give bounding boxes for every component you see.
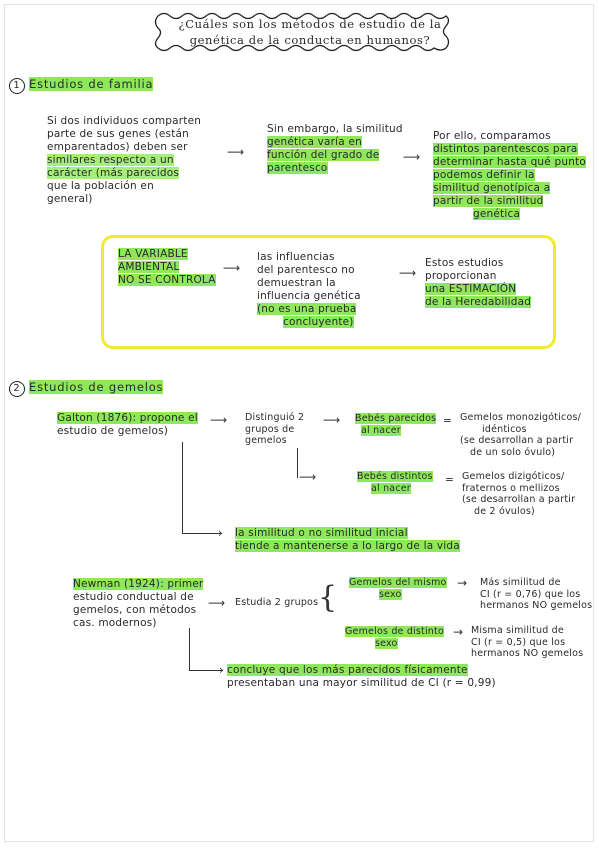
connector-line bbox=[297, 448, 298, 478]
newman-text: Newman (1924): primer estudio conductual… bbox=[73, 578, 204, 629]
box-mid-text: las influencias del parentesco no demues… bbox=[257, 251, 361, 328]
concluye-text: concluye que los más parecidos físicamen… bbox=[227, 664, 496, 689]
title-banner: ¿Cuáles son los métodos de estudio de la… bbox=[150, 8, 470, 60]
arrow-right-icon: ⟶ bbox=[210, 413, 228, 427]
arrow-right-icon: › bbox=[218, 526, 223, 540]
connector-line bbox=[182, 442, 183, 534]
arrow-right-icon: ⟶ bbox=[208, 596, 226, 610]
bebes1-text: Bebés parecidos al nacer bbox=[355, 413, 437, 436]
box-right-text: Estos estudios proporcionan una ESTIMACI… bbox=[425, 257, 532, 308]
equals-sign: = bbox=[445, 474, 454, 486]
equals-sign: = bbox=[443, 415, 452, 427]
arrow-right-icon: ⟶ bbox=[299, 470, 317, 484]
connector-line bbox=[189, 670, 223, 671]
page-title: ¿Cuáles son los métodos de estudio de la… bbox=[178, 17, 442, 47]
box-left-text: LA VARIABLE AMBIENTAL NO SE CONTROLA bbox=[118, 248, 216, 286]
distinguio-text: Distinguió 2 grupos de gemelos bbox=[245, 412, 305, 446]
arrow-right-icon: ⟶ bbox=[223, 261, 241, 275]
section1-col3: Por ello, comparamos distintos parentesc… bbox=[433, 130, 587, 220]
arrow-right-icon: › bbox=[219, 663, 224, 677]
dizi-text: Gemelos dizigóticos/ fraternos o mellizo… bbox=[462, 471, 576, 517]
estudia-text: Estudia 2 grupos bbox=[235, 597, 319, 608]
mas-similitud-text: Más similitud de CI (r = 0,76) que los h… bbox=[480, 577, 593, 611]
misma-similitud-text: Misma similitud de CI (r = 0,5) que los … bbox=[471, 625, 584, 659]
brace-icon: { bbox=[318, 580, 338, 615]
arrow-right-icon: ⟶ bbox=[399, 266, 417, 280]
bebes2-text: Bebés distintos al nacer bbox=[357, 471, 433, 494]
similitud-text: la similitud o no similitud inicial tien… bbox=[235, 527, 460, 552]
wavy-border bbox=[154, 12, 450, 52]
arrow-right-icon: ⟶ bbox=[227, 145, 245, 159]
arrow-right-icon: → bbox=[457, 576, 468, 590]
mono-text: Gemelos monozigóticos/ idénticos (se des… bbox=[460, 412, 582, 458]
connector-line bbox=[189, 628, 190, 671]
arrow-right-icon: ⟶ bbox=[323, 413, 341, 427]
mismo-sexo-text: Gemelos del mismo sexo bbox=[349, 577, 447, 600]
arrow-right-icon: ⟶ bbox=[403, 150, 421, 164]
arrow-right-icon: → bbox=[453, 625, 464, 639]
galton-text: Galton (1876): propone el estudio de gem… bbox=[57, 412, 198, 437]
section1-col1: Si dos individuos comparten parte de sus… bbox=[47, 115, 202, 205]
connector-line bbox=[182, 533, 222, 534]
section1-col2: Sin embargo, la similitud genética varía… bbox=[267, 123, 403, 174]
conclusion-box bbox=[101, 235, 556, 349]
notes-page: ¿Cuáles son los métodos de estudio de la… bbox=[4, 4, 594, 842]
distinto-sexo-text: Gemelos de distinto sexo bbox=[345, 626, 444, 649]
